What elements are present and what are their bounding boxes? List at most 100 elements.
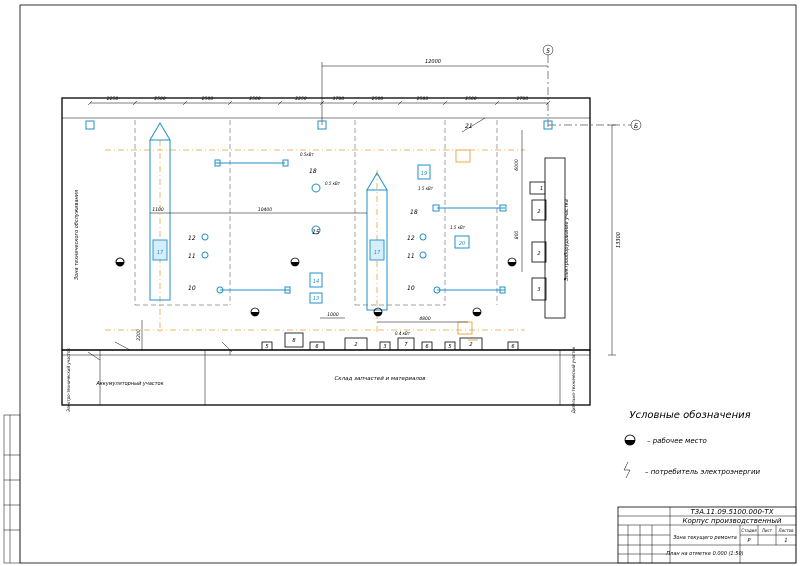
svg-text:17: 17 [374, 250, 381, 256]
svg-text:1000: 1000 [327, 312, 339, 318]
doc-plan: План на отметке 0.000 (1:50) [666, 551, 743, 557]
dim-top-segment: 2500 [465, 96, 477, 102]
item-13: 13 [313, 296, 319, 302]
svg-text:2: 2 [469, 342, 472, 348]
item-19: 19 [421, 171, 427, 177]
svg-text:2: 2 [537, 209, 540, 215]
column-marker [543, 120, 553, 130]
column-markers [85, 120, 553, 130]
svg-text:12: 12 [188, 235, 196, 242]
svg-text:8: 8 [292, 338, 295, 344]
column-marker [85, 120, 95, 130]
dim-top-segment: 2250 [295, 96, 307, 102]
vehicle-lift-left: 17 [149, 122, 171, 301]
svg-text:Лист: Лист [761, 528, 773, 533]
svg-text:5: 5 [448, 344, 451, 350]
svg-text:0.4 кВт: 0.4 кВт [395, 331, 411, 336]
zone-maintenance-label: Зона технического обслуживания [74, 190, 80, 280]
bay-boundaries [134, 120, 498, 306]
column-marker [317, 120, 327, 130]
workplace-marker [373, 307, 383, 317]
svg-text:Р: Р [747, 538, 750, 544]
svg-text:0.5кВт: 0.5кВт [300, 152, 315, 157]
binding-strip [3, 414, 21, 564]
svg-text:17: 17 [157, 250, 164, 256]
svg-text:18: 18 [410, 209, 418, 216]
svg-text:11: 11 [188, 253, 196, 260]
legend-consumer: – потребитель электроэнергии [645, 468, 761, 476]
svg-text:15: 15 [312, 229, 320, 236]
workplace-markers [115, 257, 517, 317]
svg-text:1.5 кВт: 1.5 кВт [450, 225, 466, 230]
svg-text:10400: 10400 [258, 207, 272, 213]
workplace-marker [115, 257, 125, 267]
doc-name: Корпус производственный [683, 517, 782, 525]
dim-top-segment: 2500 [154, 96, 166, 102]
svg-text:1.5 кВт: 1.5 кВт [418, 186, 434, 191]
svg-text:Стадия: Стадия [741, 528, 757, 533]
svg-text:6: 6 [315, 344, 318, 350]
dim-tick [87, 100, 93, 106]
svg-text:21: 21 [465, 123, 473, 130]
svg-text:2: 2 [537, 251, 540, 257]
item-14: 14 [313, 279, 319, 285]
dim-tick [182, 100, 188, 106]
svg-text:6: 6 [425, 344, 428, 350]
doc-zone: Зона текущего ремонта [673, 535, 737, 541]
svg-text:1100: 1100 [152, 207, 164, 213]
axis-5-marker: 5 [542, 44, 554, 130]
electro-tech-label: Электро-технический участок [66, 347, 71, 412]
svg-text:2200: 2200 [136, 329, 142, 341]
svg-text:1: 1 [540, 186, 543, 192]
workplace-marker [290, 257, 300, 267]
legend: Условные обозначения – рабочее место – п… [623, 409, 761, 479]
dim-top-segment: 2700 [517, 96, 529, 102]
equipment-items: 14 13 19 20 1 2 2 3 5 8 6 2 3 [201, 164, 547, 351]
storage-label: Склад запчастей и материалов [334, 376, 425, 382]
zone-electrical-label: Электрооборудование участка [564, 199, 570, 282]
dim-top-segment: 2500 [202, 96, 214, 102]
vehicle-lift-right: 17 [366, 172, 388, 311]
svg-text:Листов: Листов [778, 528, 795, 533]
hoist-rails [214, 159, 507, 294]
zone-labels: Зона технического обслуживания Электрооб… [66, 190, 576, 414]
svg-text:6000: 6000 [514, 159, 520, 171]
svg-text:13300: 13300 [616, 232, 622, 248]
dim-top-total: 12000 [425, 59, 441, 65]
legend-workplace: – рабочее место [647, 437, 707, 445]
svg-text:7: 7 [404, 342, 408, 348]
svg-text:10: 10 [407, 285, 415, 292]
building-walls [61, 97, 591, 406]
workplace-marker [250, 307, 260, 317]
svg-text:0.5 кВт: 0.5 кВт [325, 181, 341, 186]
sheet-frame [19, 4, 797, 564]
dim-tick [319, 100, 325, 106]
svg-text:3: 3 [383, 344, 386, 350]
dim-tick [227, 100, 233, 106]
equipment-labels: 18 18 15 12 12 11 11 10 10 21 0.5кВт 1.5… [188, 117, 486, 336]
svg-text:2: 2 [354, 342, 357, 348]
legend-title: Условные обозначения [629, 409, 750, 421]
dim-top-segment: 2500 [249, 96, 261, 102]
svg-text:18: 18 [309, 168, 317, 175]
svg-text:5: 5 [265, 344, 268, 350]
svg-text:800: 800 [514, 231, 520, 240]
dim-tick [494, 100, 500, 106]
svg-text:3: 3 [537, 287, 540, 293]
title-block: Т3А.11.09.5100.000-ТХ Корпус производств… [617, 506, 797, 564]
workplace-marker [472, 307, 482, 317]
dim-tick [352, 100, 358, 106]
dim-tick [397, 100, 403, 106]
svg-text:Б: Б [634, 123, 638, 130]
workplace-marker [507, 257, 517, 267]
dim-top-segment: 1700 [333, 96, 345, 102]
svg-text:11: 11 [407, 253, 415, 260]
svg-text:10: 10 [188, 285, 196, 292]
dim-top-segment: 2250 [107, 96, 119, 102]
diesel-label: Дизельно-технический участок [571, 346, 576, 414]
dim-tick [442, 100, 448, 106]
dim-top-segment: 2500 [417, 96, 429, 102]
item-20: 20 [459, 241, 465, 247]
